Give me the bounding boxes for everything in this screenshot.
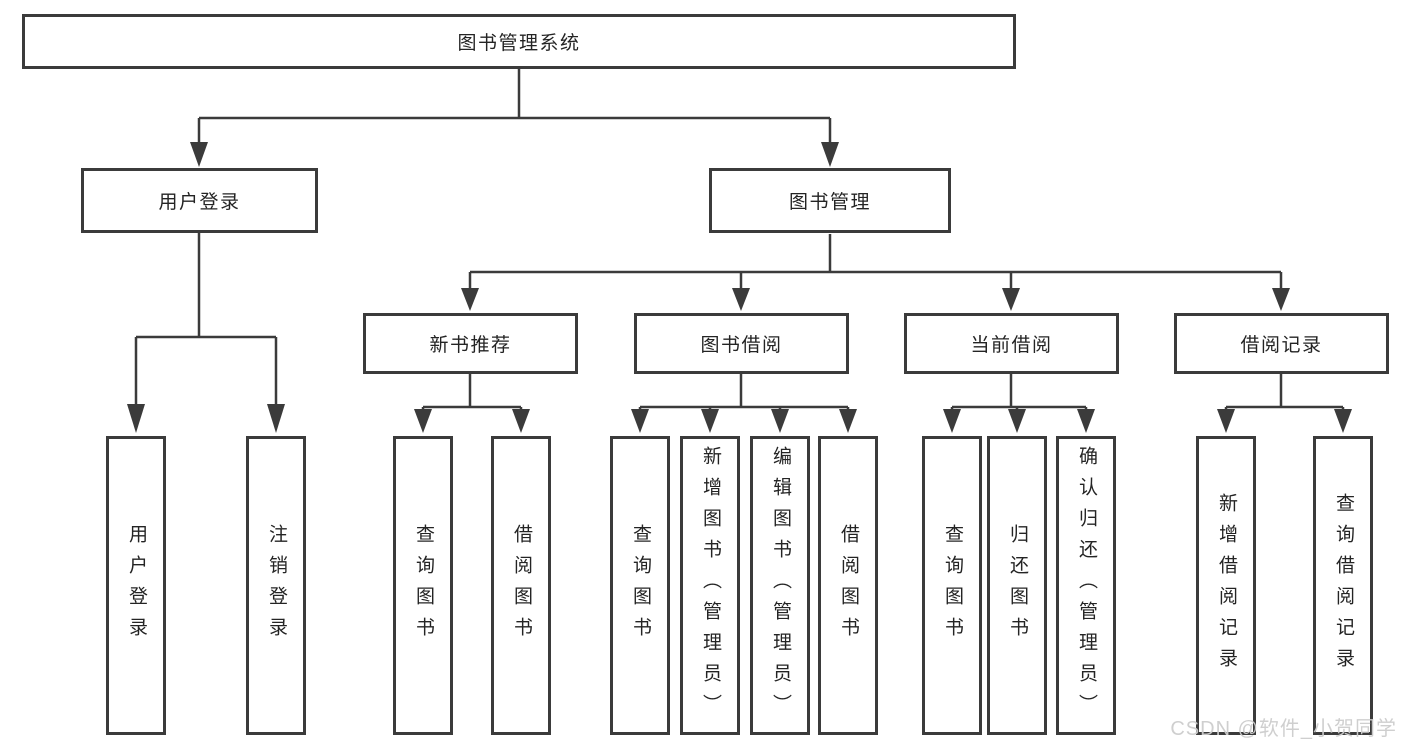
connector-book-management (468, 234, 1283, 290)
node-leaf-return-book-label: 归还图书 (1007, 523, 1028, 648)
connector-book-borrow (638, 374, 850, 411)
node-leaf-logout: 注销登录 (246, 436, 306, 735)
node-leaf-add-book-admin: 新增图书（管理员） (680, 436, 740, 735)
connector-user-login (134, 233, 278, 406)
node-user-login: 用户登录 (81, 168, 318, 233)
node-leaf-edit-book-admin: 编辑图书（管理员） (750, 436, 810, 735)
node-leaf-confirm-return-admin-label: 确认归还（管理员） (1076, 446, 1097, 725)
node-leaf-edit-book-admin-label: 编辑图书（管理员） (770, 446, 791, 725)
node-root-system: 图书管理系统 (22, 14, 1016, 69)
node-leaf-borrow-book-1: 借阅图书 (491, 436, 551, 735)
node-leaf-confirm-return-admin: 确认归还（管理员） (1056, 436, 1116, 735)
node-leaf-logout-label: 注销登录 (266, 523, 287, 648)
node-leaf-user-login-label: 用户登录 (126, 523, 147, 648)
node-book-borrow-label: 图书借阅 (700, 335, 783, 356)
node-leaf-add-book-admin-label: 新增图书（管理员） (700, 446, 721, 725)
node-leaf-add-borrow-record: 新增借阅记录 (1196, 436, 1256, 735)
node-leaf-query-book-3-label: 查询图书 (942, 523, 963, 648)
node-leaf-user-login: 用户登录 (106, 436, 166, 735)
node-current-borrow-label: 当前借阅 (970, 335, 1053, 356)
node-user-login-label: 用户登录 (158, 192, 241, 213)
connector-root (197, 69, 832, 144)
node-leaf-query-book-2: 查询图书 (610, 436, 670, 735)
node-book-management: 图书管理 (709, 168, 951, 233)
node-borrow-record: 借阅记录 (1174, 313, 1389, 374)
node-leaf-query-book-2-label: 查询图书 (630, 523, 651, 648)
node-new-book-recommend: 新书推荐 (363, 313, 578, 374)
node-leaf-add-borrow-record-label: 新增借阅记录 (1216, 492, 1237, 679)
node-current-borrow: 当前借阅 (904, 313, 1119, 374)
node-leaf-query-book-3: 查询图书 (922, 436, 982, 735)
node-root-system-label: 图书管理系统 (457, 33, 581, 54)
node-leaf-borrow-book-2: 借阅图书 (818, 436, 878, 735)
node-borrow-record-label: 借阅记录 (1240, 335, 1323, 356)
node-leaf-query-borrow-record-label: 查询借阅记录 (1333, 492, 1354, 679)
node-leaf-borrow-book-2-label: 借阅图书 (838, 523, 859, 648)
connector-current-borrow (950, 374, 1088, 411)
node-leaf-query-book-1: 查询图书 (393, 436, 453, 735)
node-leaf-query-borrow-record: 查询借阅记录 (1313, 436, 1373, 735)
node-leaf-borrow-book-1-label: 借阅图书 (511, 523, 532, 648)
csdn-watermark: CSDN @软件_小贺同学 (1170, 718, 1397, 740)
node-new-book-recommend-label: 新书推荐 (429, 335, 512, 356)
node-book-management-label: 图书管理 (788, 192, 871, 213)
node-book-borrow: 图书借阅 (634, 313, 849, 374)
node-leaf-return-book: 归还图书 (987, 436, 1047, 735)
node-leaf-query-book-1-label: 查询图书 (413, 523, 434, 648)
connector-new-book (421, 374, 523, 411)
arrowheads (127, 142, 1352, 433)
connector-borrow-record (1224, 374, 1345, 411)
